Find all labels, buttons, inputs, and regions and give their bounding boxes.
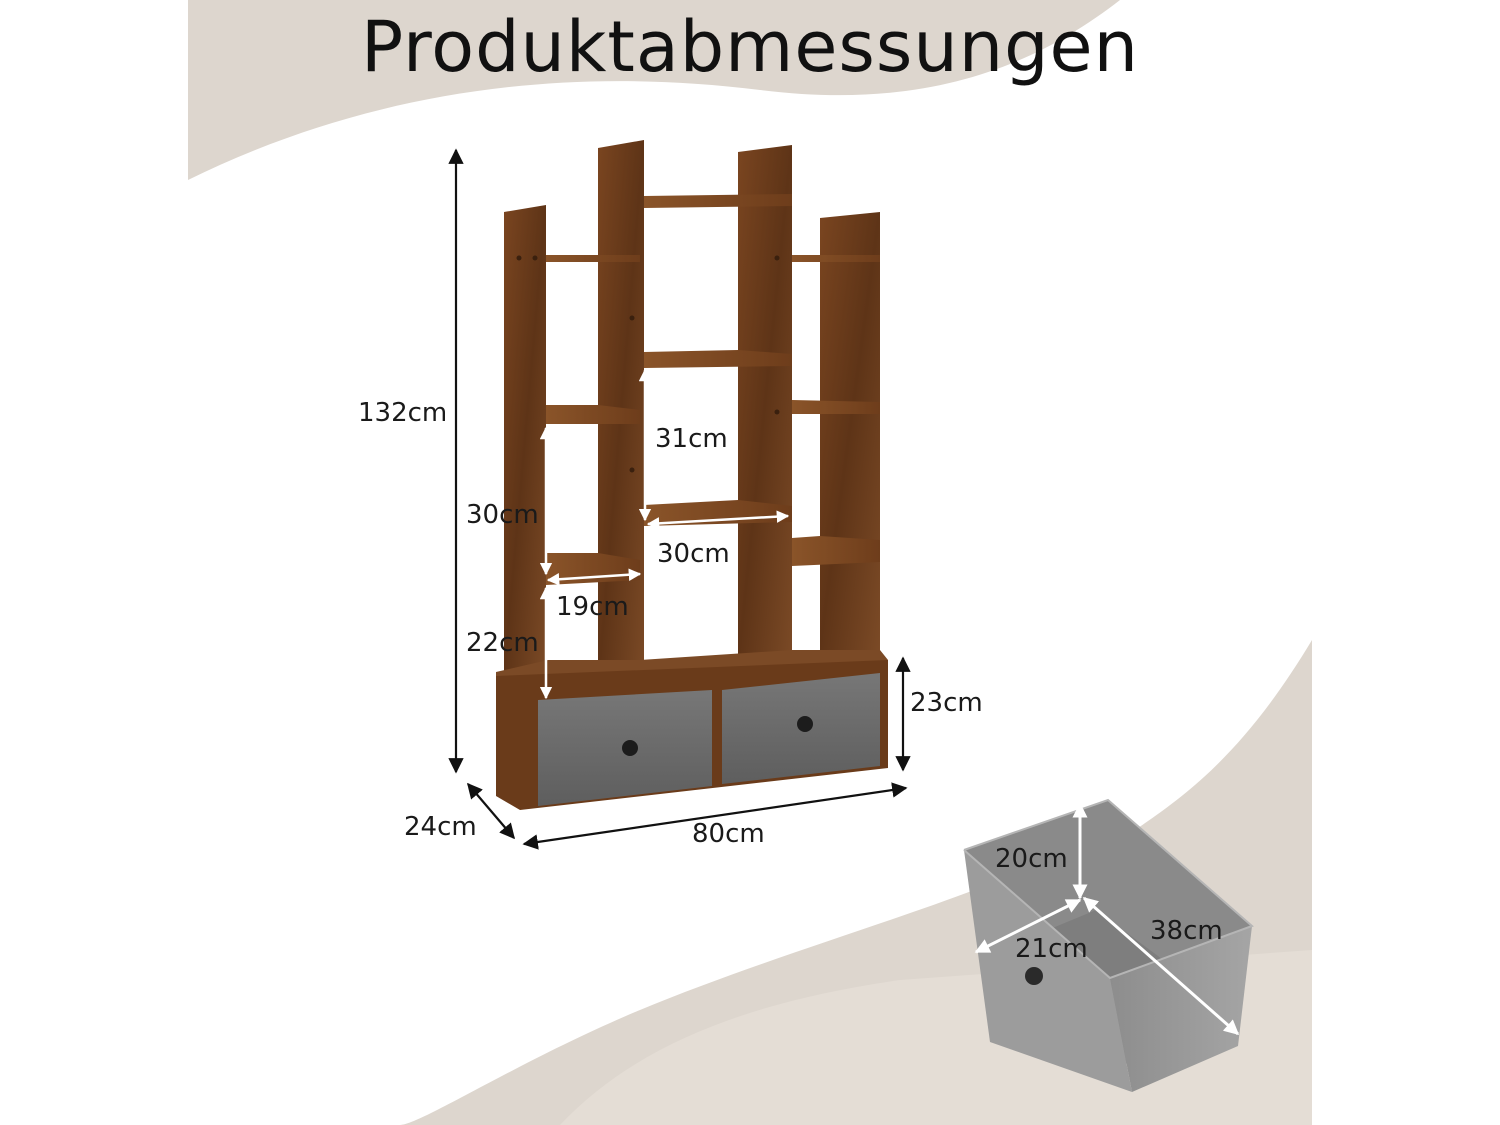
label-drawer-depth: 38cm — [1150, 916, 1223, 946]
label-compartment-width-left: 19cm — [556, 592, 629, 622]
upright-right — [820, 212, 880, 650]
dimension-lines — [448, 148, 1240, 1036]
label-depth: 24cm — [404, 812, 477, 842]
label-bottom-compartment-height: 22cm — [466, 628, 539, 658]
label-drawer-width: 21cm — [1015, 934, 1088, 964]
label-compartment-height-left: 30cm — [466, 500, 539, 530]
upright-left — [504, 205, 546, 678]
bookshelf — [496, 140, 888, 810]
label-total-height: 132cm — [358, 398, 448, 428]
label-base-height: 23cm — [910, 688, 983, 718]
label-compartment-height-center: 31cm — [655, 424, 728, 454]
knob-icon[interactable] — [622, 740, 638, 756]
label-compartment-width-center: 30cm — [657, 539, 730, 569]
page-title: Produktabmessungen — [361, 6, 1139, 88]
knob-icon — [1025, 967, 1043, 985]
knob-icon[interactable] — [797, 716, 813, 732]
upright-inner-right — [738, 145, 792, 668]
label-drawer-height: 20cm — [995, 844, 1068, 874]
label-width: 80cm — [692, 819, 765, 849]
